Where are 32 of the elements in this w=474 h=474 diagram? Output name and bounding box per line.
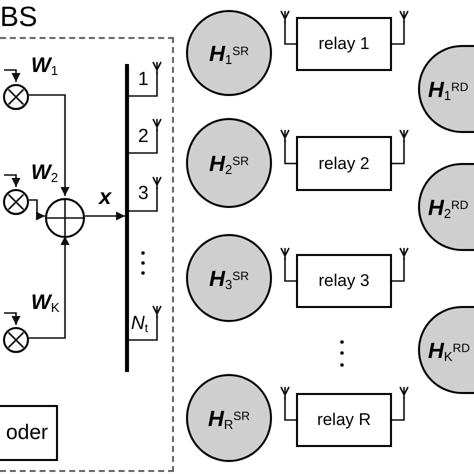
encoder-label: oder: [6, 420, 48, 446]
relay-box: [296, 136, 392, 191]
relay-box: [296, 254, 392, 308]
relay-box: [296, 17, 392, 71]
channel-blob: [418, 306, 474, 394]
weight-label: W$_{2}$: [31, 162, 58, 183]
relay-label: relay 2: [318, 152, 370, 175]
antenna-number: 1: [138, 70, 149, 89]
multiplier-symbol: [3, 189, 29, 215]
arrow: [4, 312, 20, 325]
relay-label: relay 3: [318, 270, 370, 292]
channel-blob: [418, 163, 474, 251]
weight-label: W$_{1}$: [31, 55, 58, 76]
adder-symbol: [45, 198, 85, 238]
relay-label: relay R: [317, 409, 371, 432]
arrow: [29, 199, 45, 220]
arrow: [85, 212, 125, 220]
antenna-number: N$_{t}$: [131, 314, 148, 333]
arrow: [4, 174, 20, 187]
antenna-number: 2: [138, 127, 149, 146]
arrow: [4, 69, 20, 82]
weight-label: W$_{K}$: [31, 292, 60, 313]
encoder-box: [0, 405, 58, 461]
antenna-number: 3: [138, 184, 149, 203]
multiplier-symbol: [3, 327, 29, 353]
multiplier-symbol: [3, 84, 29, 110]
relay-label: relay 1: [318, 33, 370, 56]
arrow: [29, 94, 70, 196]
station-label: BS: [0, 3, 38, 31]
arrow: [29, 236, 70, 339]
channel-blob: [418, 45, 474, 133]
relay-box: [296, 393, 392, 447]
